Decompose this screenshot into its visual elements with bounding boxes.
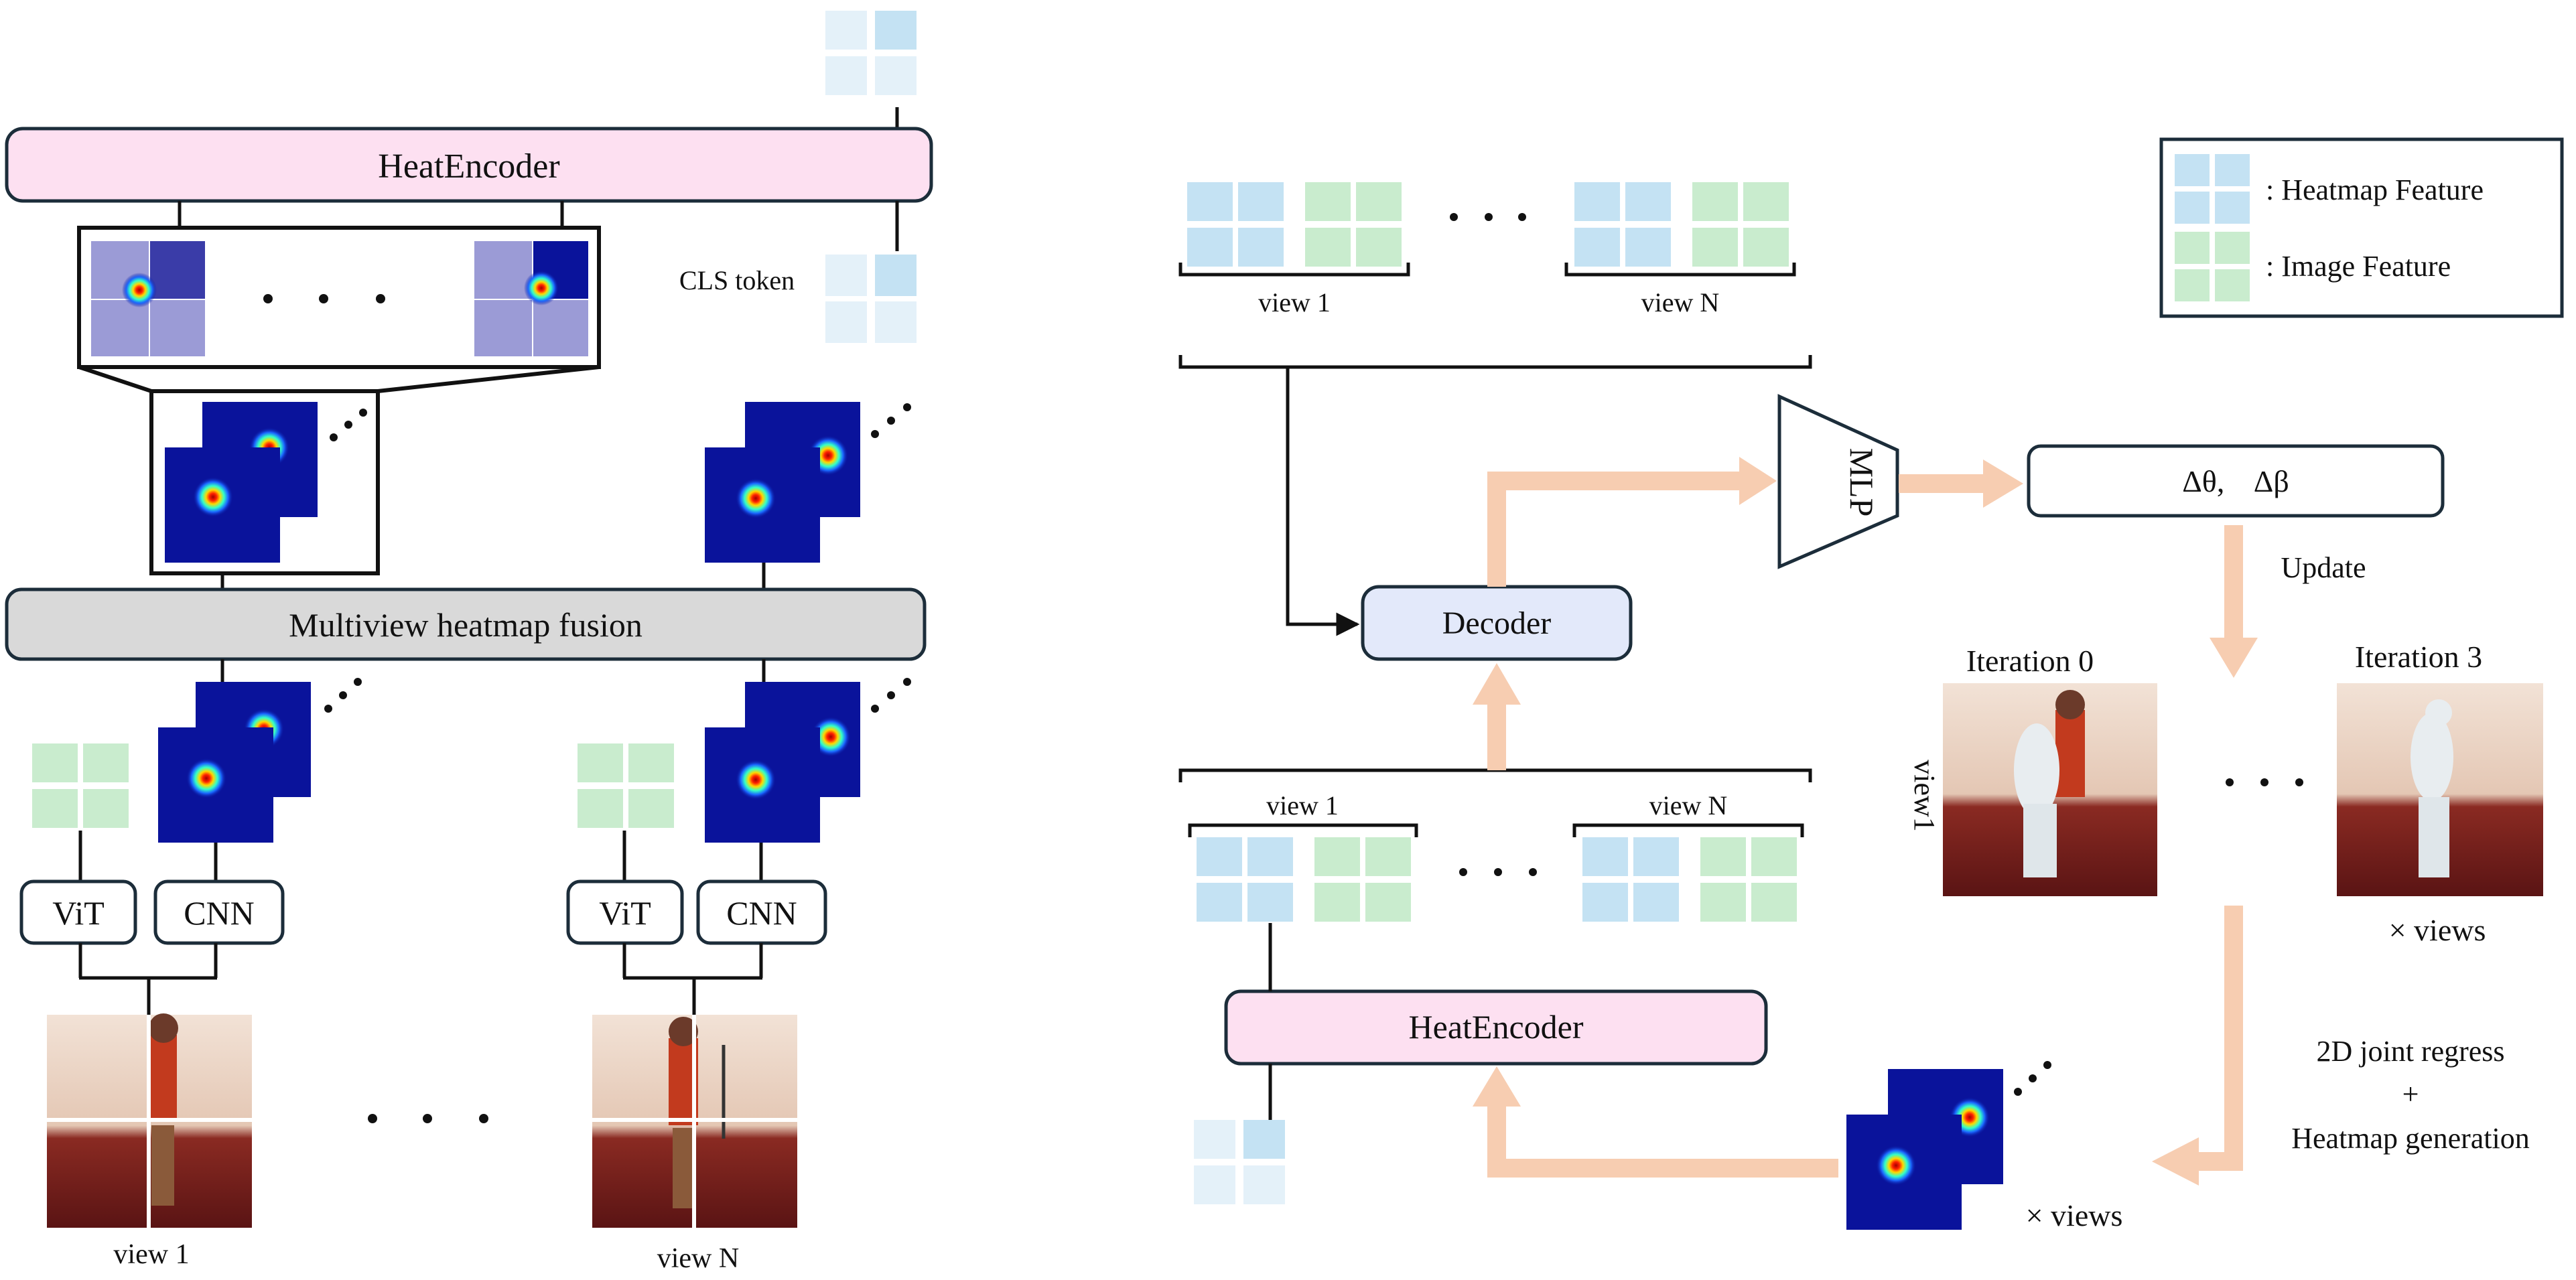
multiview-heatmap-fusion: Multiview heatmap fusion	[5, 587, 927, 661]
input-image-viewN	[592, 1015, 797, 1228]
patch-token-1	[91, 241, 205, 356]
iteration0-image	[1943, 683, 2157, 896]
decoder-box: Decoder	[1361, 585, 1633, 661]
regress-line3: Heatmap generation	[2291, 1122, 2530, 1155]
vit-box-viewN: ViT	[566, 879, 684, 945]
image-feature-tile-view1	[32, 743, 129, 828]
cnn-label: CNN	[184, 894, 255, 932]
times-views-bottom-label: × views	[2026, 1198, 2123, 1232]
legend: : Heatmap Feature : Image Feature	[2159, 137, 2564, 318]
ellipsis	[263, 294, 385, 303]
heat-encoder-left-label: HeatEncoder	[378, 147, 559, 186]
iteration0-label: Iteration 0	[1966, 644, 2094, 678]
regress-line2: +	[2402, 1078, 2419, 1111]
cnn-box-viewN: CNN	[696, 879, 827, 945]
decoder-to-mlp-arrow	[1487, 457, 1777, 587]
ellipsis	[1450, 213, 1526, 221]
zoom-line	[78, 365, 152, 393]
delta-label: Δθ, Δβ	[2182, 464, 2289, 498]
left-panel: HeatEncoder CLS token	[5, 11, 933, 1274]
cls-token-label: CLS token	[679, 265, 795, 295]
input-image-view1	[47, 1013, 252, 1228]
viewN-caption: view N	[657, 1243, 739, 1274]
legend-image-swatch	[2175, 232, 2250, 301]
bracket-view1-bottom	[1188, 823, 1418, 837]
zoom-line	[377, 365, 600, 393]
heatmap-to-encoder-arrow	[1473, 1066, 1838, 1178]
update-label: Update	[2281, 551, 2366, 584]
heatmap-stack-view1-bottom	[158, 678, 362, 843]
vit-label: ViT	[599, 894, 651, 932]
bracket-view1-top	[1178, 263, 1410, 277]
heatmap-stack-view1-top	[165, 402, 367, 563]
ellipsis	[2226, 778, 2303, 786]
bottom-heatmap-tile-viewN	[1582, 837, 1679, 922]
patch-tokens-box	[77, 226, 601, 369]
heat-encoder-left: HeatEncoder	[5, 127, 933, 203]
legend-heatmap-label: : Heatmap Feature	[2266, 173, 2484, 206]
cls-token-tile	[825, 255, 917, 343]
top-image-tile-view1	[1305, 182, 1402, 267]
bracket-all-top	[1178, 355, 1812, 369]
mlp-to-delta-arrow	[1899, 459, 2023, 508]
update-arrow	[2210, 525, 2258, 678]
legend-image-label: : Image Feature	[2266, 250, 2451, 283]
legend-heatmap-swatch	[2175, 154, 2250, 224]
mlp-block: MLP	[1777, 394, 1899, 569]
view1-vertical-label: view1	[1908, 760, 1941, 832]
generated-heatmap-stack	[1846, 1061, 2051, 1230]
heatmap-stack-viewN-top	[705, 402, 911, 563]
times-views-top-label: × views	[2389, 913, 2486, 947]
image-feature-tile-viewN	[578, 743, 674, 828]
heat-encoder-right: HeatEncoder	[1224, 989, 1768, 1066]
heat-encoder-right-label: HeatEncoder	[1409, 1008, 1584, 1046]
view1-caption: view 1	[113, 1239, 189, 1270]
bottom-image-tile-view1	[1314, 837, 1411, 922]
decoder-label: Decoder	[1442, 606, 1552, 641]
merge-lines-view1	[78, 943, 218, 1015]
regress-arrow	[2152, 906, 2243, 1186]
bottom-view1-label: view 1	[1266, 790, 1339, 821]
bottom-viewN-label: view N	[1649, 790, 1728, 821]
regress-line1: 2D joint regress	[2316, 1035, 2504, 1068]
vit-label: ViT	[52, 894, 105, 932]
delta-params-box: Δθ, Δβ	[2027, 444, 2445, 518]
cnn-label: CNN	[726, 894, 797, 932]
ellipsis	[1459, 868, 1537, 876]
right-panel: view 1 view N Decoder MLP Δθ,	[1178, 182, 2543, 1232]
iteration3-image	[2337, 683, 2543, 896]
selected-heatmap-box	[149, 389, 380, 575]
cls-token-tile-right	[1194, 1120, 1285, 1204]
patch-token-n	[474, 241, 588, 356]
bottom-image-tile-viewN	[1700, 837, 1797, 922]
mlp-label: MLP	[1843, 448, 1881, 517]
heatmap-stack-viewN-bottom	[705, 678, 911, 843]
top-heatmap-tile-view1	[1187, 182, 1284, 267]
bracket-viewN-top	[1564, 263, 1796, 277]
top-image-tile-viewN	[1692, 182, 1789, 267]
tokens-to-decoder-peach-arrow	[1473, 663, 1521, 770]
top-viewN-label: view N	[1641, 287, 1720, 317]
cnn-box-view1: CNN	[153, 879, 285, 945]
bracket-viewN-bottom	[1572, 823, 1804, 837]
merge-lines-viewN	[622, 943, 763, 1015]
top-view1-label: view 1	[1258, 287, 1331, 317]
bottom-heatmap-tile-view1	[1197, 837, 1293, 922]
vit-box-view1: ViT	[19, 879, 137, 945]
top-heatmap-tile-viewN	[1574, 182, 1671, 267]
cls-token-top-tile	[825, 11, 917, 95]
iteration3-label: Iteration 3	[2355, 640, 2482, 674]
bracket-all-bottom	[1178, 768, 1812, 782]
tokens-to-decoder-arrow	[1286, 367, 1360, 636]
fusion-label: Multiview heatmap fusion	[289, 606, 642, 644]
ellipsis	[368, 1114, 488, 1123]
